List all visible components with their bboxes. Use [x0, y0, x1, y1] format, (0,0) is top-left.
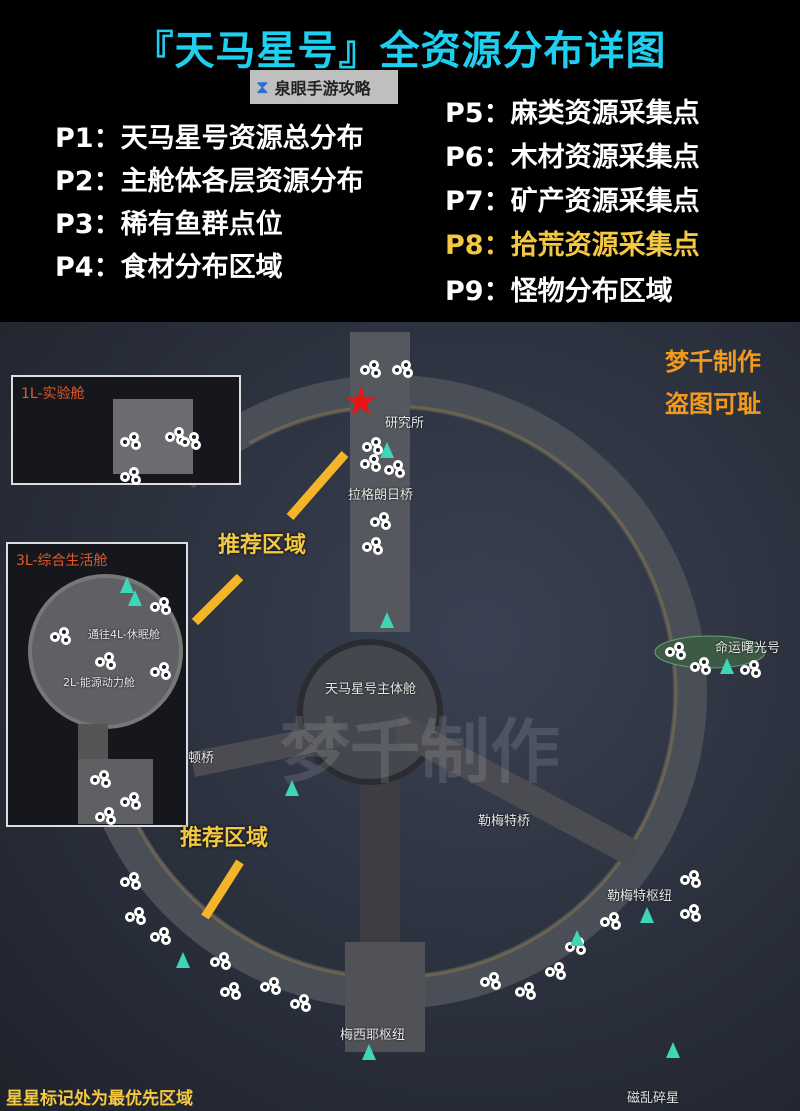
location-label: 研究所 — [385, 416, 425, 431]
page-title: 『天马星号』全资源分布详图 — [133, 28, 667, 74]
gear-cluster-icon — [690, 657, 712, 675]
gear-cluster-icon — [545, 962, 567, 980]
teleport-beacon-icon — [128, 590, 142, 606]
ring-inner-line — [102, 404, 678, 980]
list-item: P4：食材分布区域 — [55, 252, 283, 283]
location-label: 顿桥 — [188, 751, 215, 766]
location-label: 梅西耶枢纽 — [340, 1028, 406, 1043]
teleport-beacon-icon — [380, 442, 394, 458]
inset-label: 2L-能源动力舱 — [63, 676, 135, 689]
gear-cluster-icon — [360, 454, 382, 472]
credit-text: 梦千制作 — [665, 348, 761, 376]
inset-title: 1L-实验舱 — [21, 386, 85, 402]
list-item: P9：怪物分布区域 — [445, 276, 673, 307]
star-icon: ★ — [343, 379, 379, 425]
location-label: 命运曙光号 — [715, 641, 781, 656]
list-item: P1：天马星号资源总分布 — [55, 123, 364, 154]
left-arm — [190, 722, 340, 777]
list-item-highlighted: P8：拾荒资源采集点 — [445, 230, 700, 261]
gear-cluster-icon — [362, 537, 384, 555]
header: 『天马星号』全资源分布详图 P1：天马星号资源总分布 P2：主舱体各层资源分布 … — [0, 0, 800, 322]
hourglass-logo-icon: ⧗ — [256, 76, 269, 98]
inset-1l-lab: 1L-实验舱 — [11, 375, 241, 485]
list-item: P3：稀有鱼群点位 — [55, 209, 283, 240]
gear-cluster-icon — [665, 642, 687, 660]
watermark: ⧗ 泉眼手游攻略 — [250, 70, 398, 104]
gear-cluster-icon — [210, 952, 232, 970]
list-item: P2：主舱体各层资源分布 — [55, 166, 364, 197]
gear-cluster-icon — [600, 912, 622, 930]
main-corridor — [350, 332, 410, 632]
right-arm — [395, 712, 640, 867]
inset-title: 3L-综合生活舱 — [16, 553, 108, 569]
gear-cluster-icon — [392, 360, 414, 378]
gear-cluster-icon — [370, 512, 392, 530]
gear-cluster-icon — [480, 972, 502, 990]
teleport-beacon-icon — [176, 952, 190, 968]
list-item: P5：麻类资源采集点 — [445, 98, 700, 129]
location-label: 磁乱碎星 — [627, 1091, 680, 1106]
inset-label: 通往4L-休眠舱 — [88, 628, 160, 641]
bottom-hub — [345, 942, 425, 1052]
recommend-label: 推荐区域 — [218, 533, 307, 558]
credit-text: 盗图可耻 — [665, 390, 761, 418]
gear-cluster-icon — [120, 432, 142, 450]
gear-cluster-icon — [50, 627, 72, 645]
gear-cluster-icon — [90, 770, 112, 788]
inset-3l-living: 3L-综合生活舱 通往4L-休眠舱 2L-能源动力舱 — [6, 542, 188, 827]
gear-cluster-icon — [220, 982, 242, 1000]
recommend-label: 推荐区域 — [180, 826, 269, 851]
teleport-beacon-icon — [640, 907, 654, 923]
lower-room — [78, 759, 153, 824]
gear-cluster-icon — [150, 927, 172, 945]
location-label: 拉格朗日桥 — [348, 488, 414, 503]
gear-cluster-icon — [120, 467, 142, 485]
watermark-text: 泉眼手游攻略 — [274, 79, 371, 98]
teleport-beacon-icon — [285, 780, 299, 796]
teleport-beacon-icon — [720, 658, 734, 674]
connector — [78, 724, 108, 764]
gear-cluster-icon — [120, 872, 142, 890]
teleport-beacon-icon — [380, 612, 394, 628]
gear-cluster-icon — [95, 652, 117, 670]
location-label: 勒梅特枢纽 — [607, 889, 673, 904]
location-label: 天马星号主体舱 — [325, 682, 417, 697]
teleport-beacon-icon — [120, 577, 134, 593]
list-item: P7：矿产资源采集点 — [445, 186, 700, 217]
map-watermark: 梦千制作 — [280, 711, 560, 793]
gear-cluster-icon — [680, 904, 702, 922]
gear-cluster-icon — [384, 460, 406, 478]
gear-cluster-icon — [95, 807, 117, 825]
gear-cluster-icon — [680, 870, 702, 888]
gear-cluster-icon — [260, 977, 282, 995]
gear-cluster-icon — [290, 994, 312, 1012]
gear-cluster-icon — [120, 792, 142, 810]
map-structures — [73, 332, 766, 1052]
gear-cluster-icon — [515, 982, 537, 1000]
footer-note: 星星标记处为最优先区域 — [6, 1089, 193, 1109]
teleport-beacon-icon — [666, 1042, 680, 1058]
teleport-beacon-icon — [570, 930, 584, 946]
gear-cluster-icon — [360, 360, 382, 378]
gear-cluster-icon — [125, 907, 147, 925]
gear-cluster-icon — [180, 432, 202, 450]
gear-cluster-icon — [150, 662, 172, 680]
game-map: 1L-实验舱 3L-综合生活舱 通往4L-休眠舱 2L-能源动力舱 梦千制作 盗… — [0, 322, 800, 1111]
location-label: 勒梅特桥 — [478, 814, 531, 829]
gear-cluster-icon — [740, 660, 762, 678]
gear-cluster-icon — [150, 597, 172, 615]
list-item: P6：木材资源采集点 — [445, 142, 700, 173]
teleport-beacon-icon — [362, 1044, 376, 1060]
ring-structure — [73, 375, 707, 1009]
